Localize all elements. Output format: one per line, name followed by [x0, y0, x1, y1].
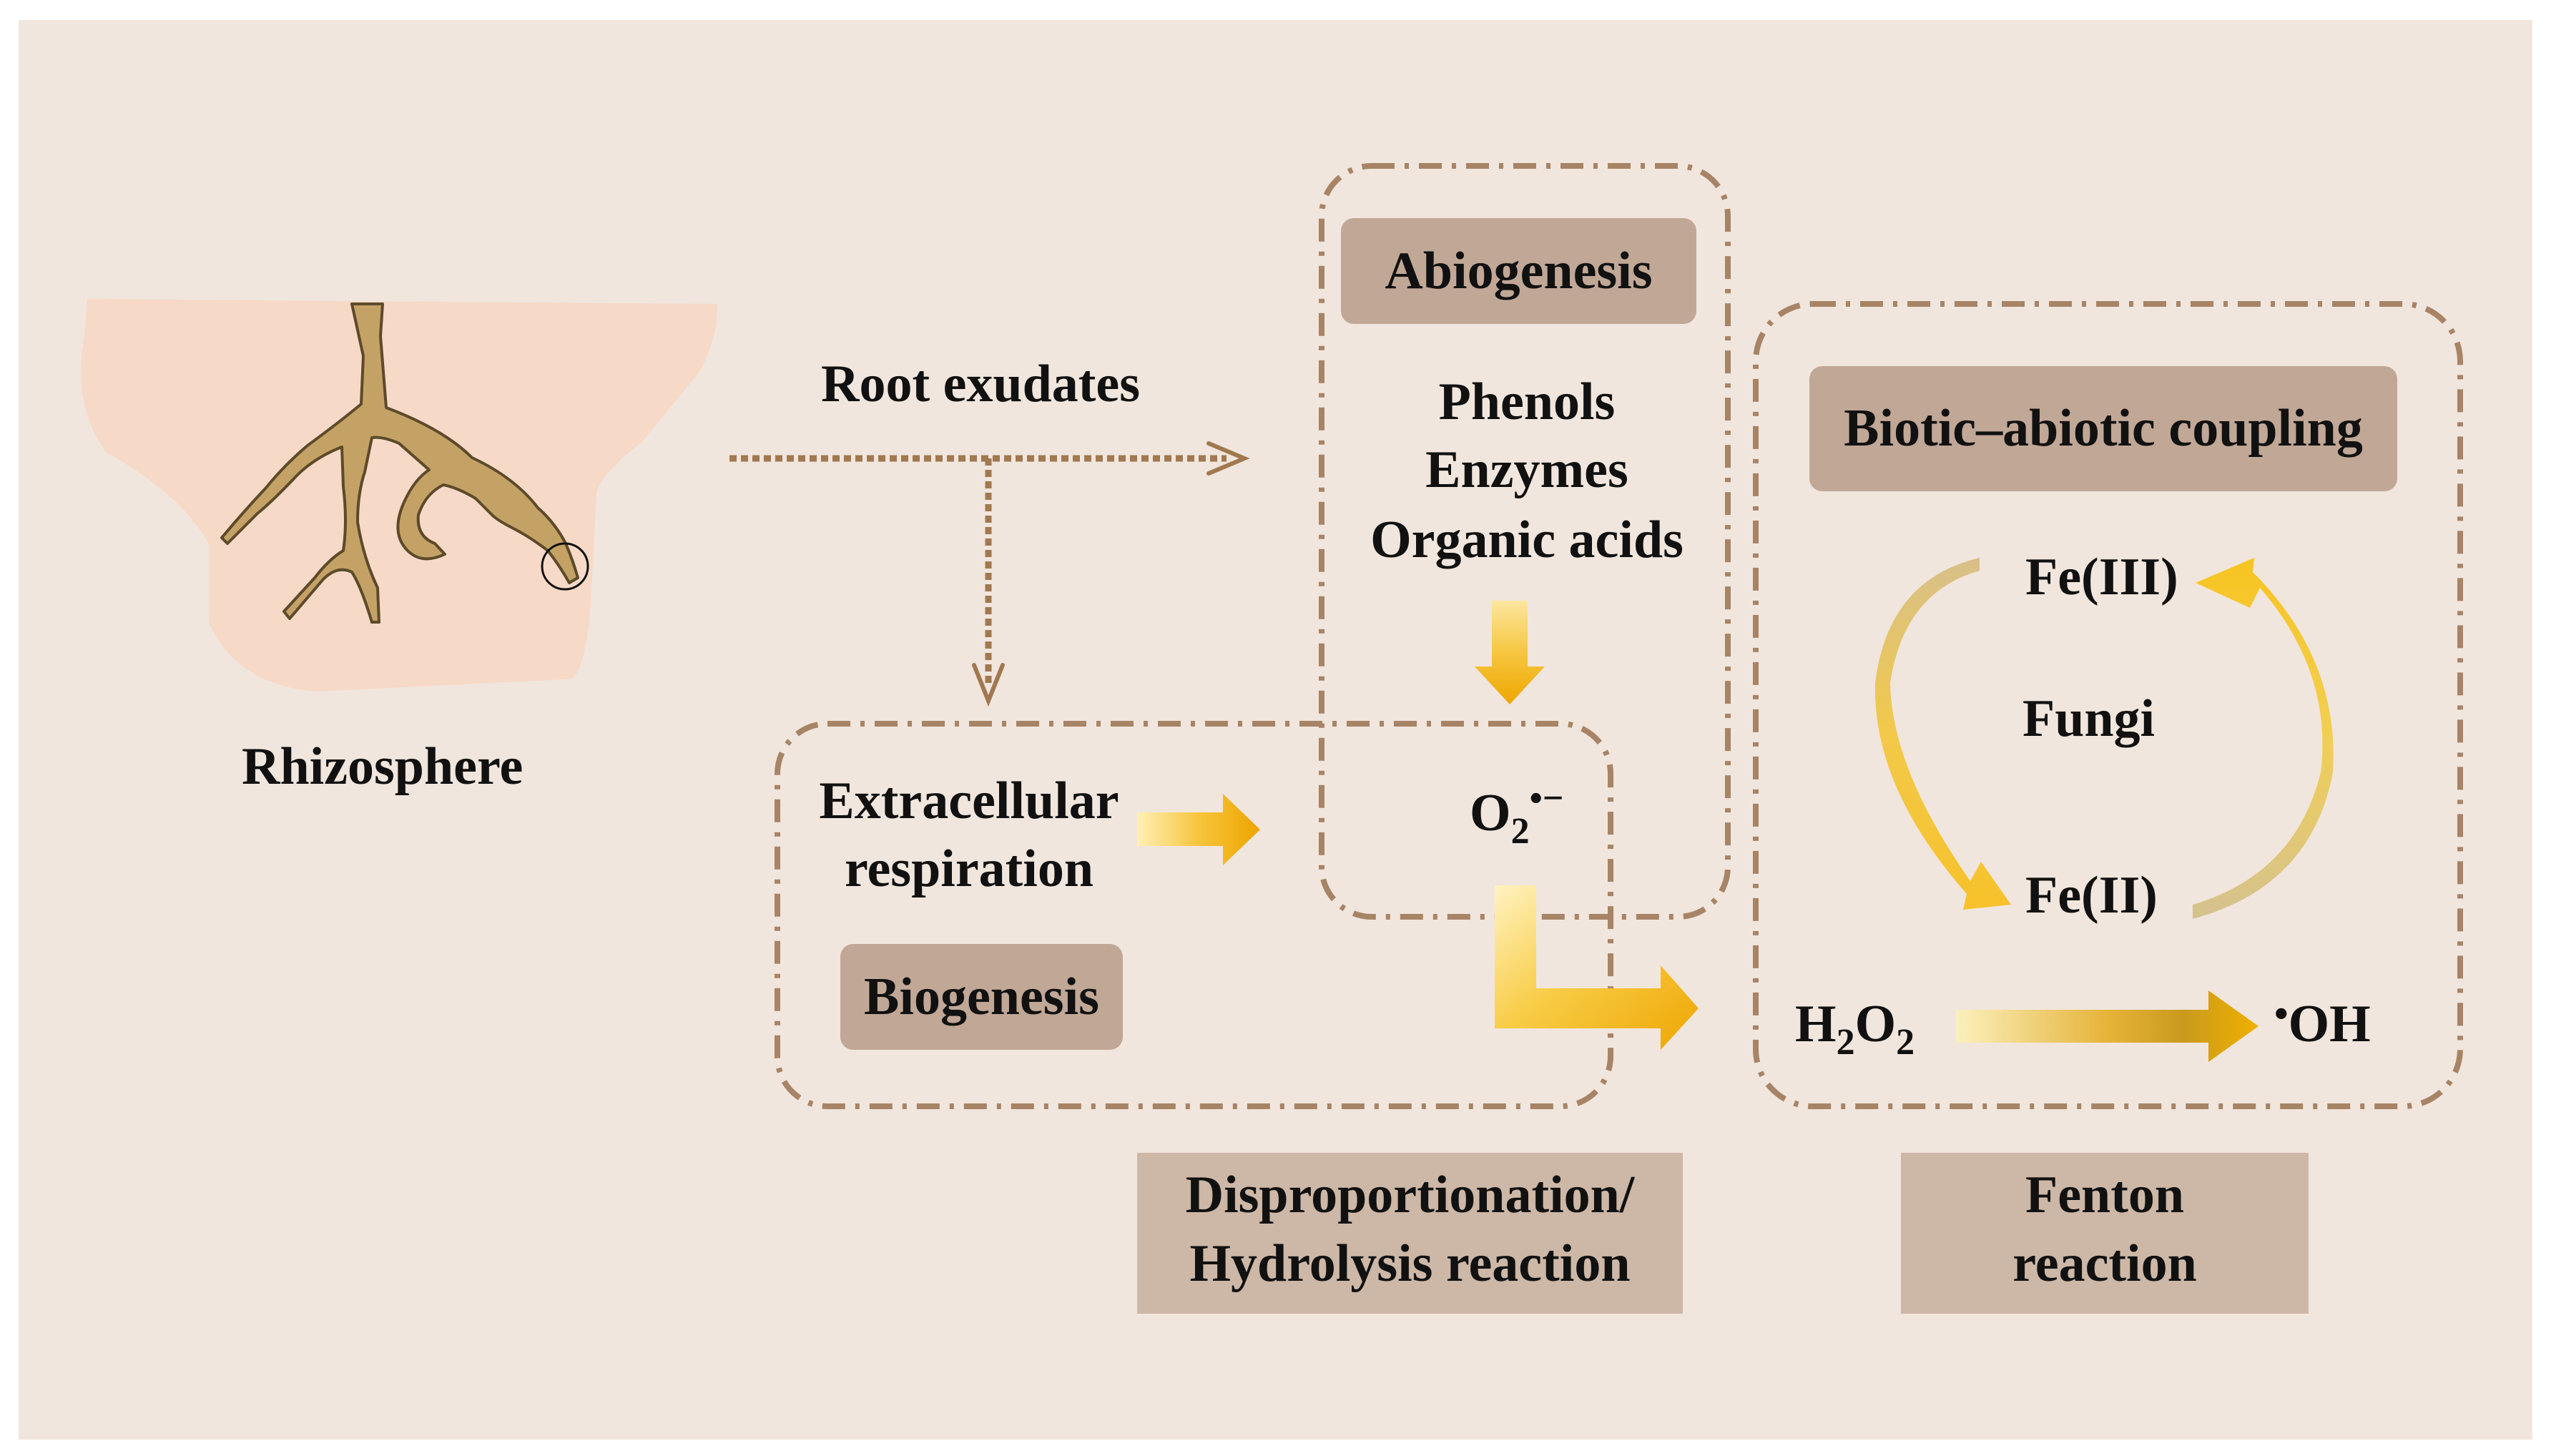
h2o2-h: H: [1795, 995, 1837, 1053]
abiogenesis-region: [1319, 163, 1731, 920]
superoxide-subscript: 2: [1510, 811, 1530, 852]
biotic-abiotic-title-box: Biotic–abiotic coupling: [1809, 366, 2397, 491]
caption-left-line2: Hydrolysis reaction: [1189, 1234, 1631, 1293]
caption-left-box: Disproportionation/ Hydrolysis reaction: [1137, 1153, 1683, 1314]
root-exudates-label: Root exudates: [821, 355, 1141, 413]
soil-shape: [81, 299, 718, 692]
abiogenesis-item-organic-acids: Organic acids: [1370, 511, 1684, 569]
abiogenesis-title: Abiogenesis: [1385, 242, 1653, 300]
caption-right-box: Fenton reaction: [1901, 1153, 2309, 1314]
hydroxyl-text: OH: [2288, 995, 2371, 1053]
fe2-label: Fe(II): [2025, 866, 2158, 925]
biogenesis-title: Biogenesis: [864, 968, 1099, 1026]
respiration-arrow: [1137, 794, 1260, 865]
superoxide-superscript: •−: [1529, 778, 1564, 819]
h2o2-h-subscript: 2: [1836, 1022, 1855, 1063]
caption-left-line1: Disproportionation/: [1185, 1166, 1635, 1224]
biotic-abiotic-title: Biotic–abiotic coupling: [1844, 399, 2363, 458]
rhizosphere-label: Rhizosphere: [242, 737, 524, 796]
h2o2-o-subscript: 2: [1896, 1022, 1915, 1063]
hydroxyl-dot: •: [2274, 992, 2289, 1036]
superoxide-base: O: [1470, 784, 1511, 842]
biotic-abiotic-region: [1753, 301, 2463, 1109]
h2o2-o: O: [1854, 995, 1897, 1053]
abiogenesis-item-phenols: Phenols: [1438, 373, 1616, 431]
respiration-line1: Extracellular: [819, 772, 1119, 830]
fungi-label: Fungi: [2022, 689, 2156, 748]
superoxide-label: O2•−: [1470, 780, 1563, 850]
caption-right-line1: Fenton: [2025, 1166, 2184, 1224]
root-exudates-arrows: [729, 455, 1227, 687]
fenton-arrow: [1956, 990, 2258, 1062]
biogenesis-region: [775, 721, 1613, 1109]
exudates-arrow-heads: [972, 441, 1250, 707]
abiogenesis-down-arrow: [1475, 601, 1545, 704]
abiogenesis-title-box: Abiogenesis: [1341, 218, 1696, 324]
hydroxyl-label: •OH: [2274, 994, 2371, 1053]
root-icon: [220, 302, 579, 624]
respiration-line2: respiration: [844, 840, 1094, 898]
root-tip-circle: [541, 542, 589, 591]
fe2-to-fe3-arrow: [2193, 558, 2334, 919]
caption-right-line2: reaction: [2012, 1234, 2197, 1293]
fe3-to-fe2-arrow: [1874, 558, 2011, 910]
biogenesis-title-box: Biogenesis: [840, 944, 1123, 1050]
abiogenesis-item-enzymes: Enzymes: [1425, 441, 1628, 499]
h2o2-label: H2O2: [1795, 995, 1915, 1061]
fe3-label: Fe(III): [2025, 548, 2178, 606]
disproportionation-arrow: [1495, 885, 1699, 1050]
